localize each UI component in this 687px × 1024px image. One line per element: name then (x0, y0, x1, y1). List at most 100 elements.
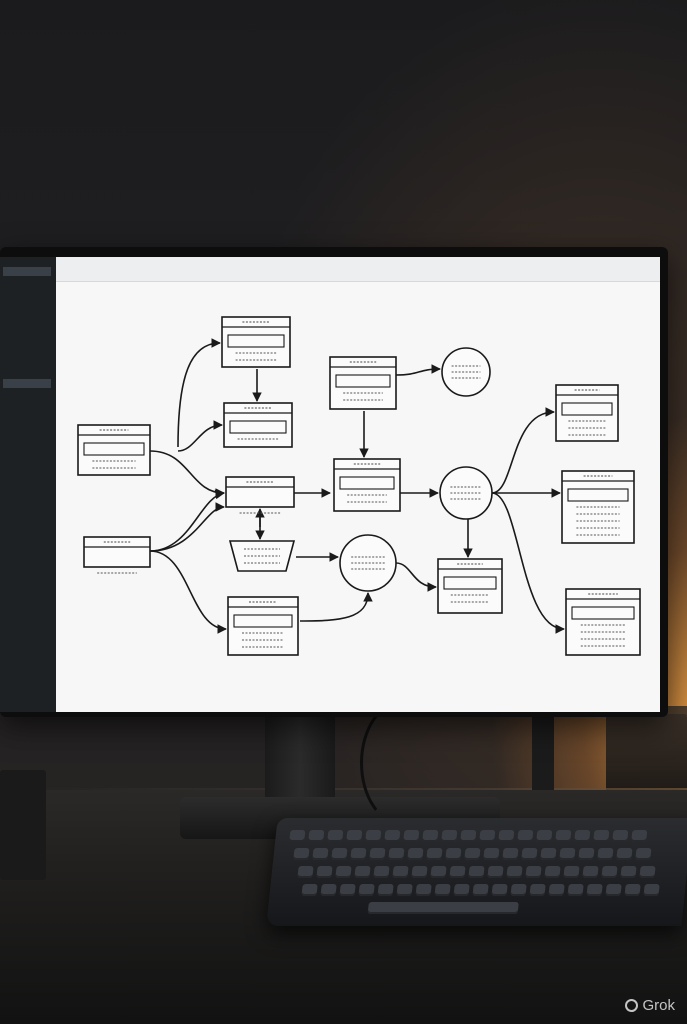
keyboard-key (297, 866, 314, 878)
keyboard-key (358, 884, 375, 896)
keyboard-key (529, 884, 546, 896)
keyboard-key (441, 830, 458, 842)
flowchart-node[interactable] (333, 458, 401, 512)
keyboard-key (346, 830, 363, 842)
keyboard-key (396, 884, 413, 896)
keyboard-key (377, 884, 394, 896)
watermark-text: Grok (642, 997, 675, 1014)
keyboard-key (403, 830, 420, 842)
process-box (437, 558, 503, 614)
keyboard-key (624, 884, 641, 896)
keyboard (266, 818, 687, 926)
process-box (333, 458, 401, 512)
keyboard-key (335, 866, 352, 878)
process-box (225, 476, 295, 508)
keyboard-key (517, 830, 534, 842)
inner-field-box (567, 488, 629, 502)
keyboard-key-row (289, 830, 648, 844)
keyboard-key (407, 848, 424, 860)
rear-stand-post (532, 712, 554, 790)
keyboard-key (597, 848, 614, 860)
keyboard-key (574, 830, 591, 842)
inner-field-box (229, 420, 287, 434)
keyboard-key (525, 866, 542, 878)
process-box (329, 356, 397, 410)
keyboard-key (479, 830, 496, 842)
keyboard-key (350, 848, 367, 860)
keyboard-key (312, 848, 329, 860)
process-box (227, 596, 299, 656)
inner-field-box (339, 476, 395, 490)
keyboard-key (540, 848, 557, 860)
keyboard-key (620, 866, 637, 878)
browser-toolbar (56, 257, 660, 282)
keyboard-key (563, 866, 580, 878)
keyboard-key (643, 884, 660, 896)
keyboard-key-row (297, 866, 656, 880)
keyboard-key (293, 848, 310, 860)
keyboard-key (548, 884, 565, 896)
flowchart-node[interactable] (565, 588, 641, 656)
flow-connector-arrow (177, 338, 221, 448)
flow-connector-arrow (299, 592, 373, 622)
flowchart-node[interactable] (227, 596, 299, 656)
keyboard-key (426, 848, 443, 860)
sidebar-item[interactable] (3, 379, 51, 388)
keyboard-key (612, 830, 629, 842)
keyboard-key (639, 866, 656, 878)
flowchart-node[interactable] (441, 347, 491, 397)
flowchart-node[interactable] (223, 402, 293, 448)
keyboard-key (430, 866, 447, 878)
flowchart-node[interactable] (555, 384, 619, 442)
keyboard-key (506, 866, 523, 878)
inner-field-box (227, 334, 285, 348)
grok-logo-icon (625, 999, 639, 1012)
inner-field-box (443, 576, 497, 590)
flow-connector-arrow (149, 502, 225, 552)
side-object (606, 714, 687, 792)
flowchart-node[interactable] (437, 558, 503, 614)
keyboard-key (331, 848, 348, 860)
flow-connector-arrow (491, 492, 565, 634)
keyboard-key (605, 884, 622, 896)
keyboard-key (308, 830, 325, 842)
flowchart-node[interactable] (83, 536, 151, 574)
keyboard-key (373, 866, 390, 878)
spacebar-key (367, 902, 519, 914)
flowchart-node[interactable] (225, 476, 295, 514)
keyboard-key (369, 848, 386, 860)
flowchart-node[interactable] (77, 424, 151, 476)
keyboard-key (339, 884, 356, 896)
sidebar-item[interactable] (3, 267, 51, 276)
keyboard-key-row (301, 884, 660, 898)
flowchart-node[interactable] (439, 466, 493, 520)
keyboard-key (453, 884, 470, 896)
flowchart-node[interactable] (561, 470, 635, 544)
flowchart-node[interactable] (329, 356, 397, 410)
flow-connector-arrow (395, 562, 437, 592)
flowchart-node[interactable] (228, 540, 296, 572)
keyboard-key (616, 848, 633, 860)
keyboard-key (415, 884, 432, 896)
keyboard-key (320, 884, 337, 896)
monitor-screen (0, 257, 660, 712)
keyboard-key (327, 830, 344, 842)
inner-field-box (233, 614, 293, 628)
monitor-stand-neck (265, 712, 335, 807)
keyboard-key (392, 866, 409, 878)
keyboard-key (536, 830, 553, 842)
flow-connector-arrow (149, 450, 225, 498)
process-box (565, 588, 641, 656)
keyboard-key (491, 884, 508, 896)
inner-field-box (561, 402, 613, 416)
keyboard-key (445, 848, 462, 860)
keyboard-key (601, 866, 618, 878)
flowchart-node[interactable] (339, 534, 397, 592)
keyboard-key (301, 884, 318, 896)
flowchart-node[interactable] (221, 316, 291, 368)
flowchart-canvas (77, 316, 641, 656)
flow-connector-arrow (395, 364, 441, 376)
keyboard-key (498, 830, 515, 842)
keyboard-key (388, 848, 405, 860)
